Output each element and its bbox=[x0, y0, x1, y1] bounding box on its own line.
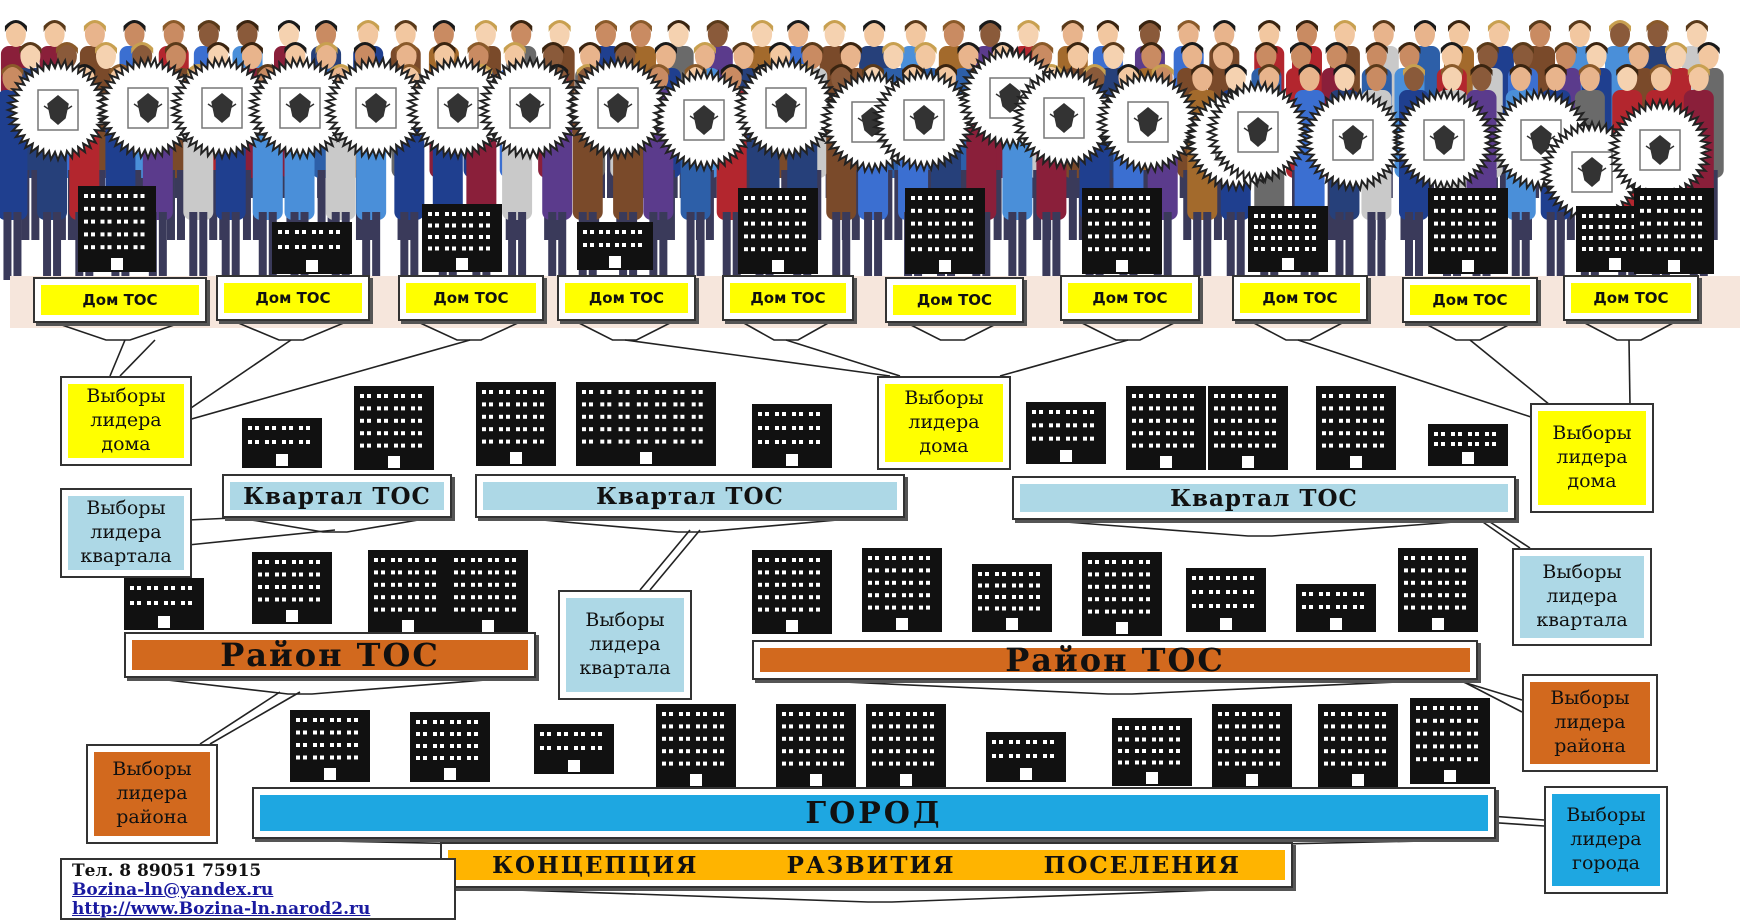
phone-number: Тел. 8 89051 75915 bbox=[72, 862, 444, 881]
connector-line bbox=[188, 340, 291, 410]
house-tos-box: Дом ТОС bbox=[885, 277, 1024, 323]
house-tos-label: Дом ТОС bbox=[41, 285, 199, 315]
quarter-tos-label: Квартал ТОС bbox=[1020, 484, 1508, 512]
callout-text: Выборы лидера города bbox=[1552, 794, 1660, 886]
district-tos-box: Район ТОС bbox=[752, 640, 1478, 680]
funnel-arrow bbox=[418, 322, 520, 340]
district-leader-election-callout: Выборы лидера района bbox=[86, 744, 218, 844]
quarter-leader-election-callout: Выборы лидера квартала bbox=[60, 488, 192, 578]
house-leader-election-callout: Выборы лидера дома bbox=[60, 376, 192, 466]
house-tos-label: Дом ТОС bbox=[730, 283, 846, 313]
callout-text: Выборы лидера квартала bbox=[68, 496, 184, 570]
house-tos-label: Дом ТОС bbox=[406, 283, 536, 313]
city-box: ГОРОД bbox=[252, 787, 1496, 839]
email-link[interactable]: Bozina-ln@yandex.ru bbox=[72, 881, 444, 900]
callout-text: Выборы лидера квартала bbox=[566, 598, 684, 692]
connector-line bbox=[188, 340, 470, 420]
funnel-arrow bbox=[1422, 322, 1514, 340]
callout-text: Выборы лидера района bbox=[94, 752, 210, 836]
house-tos-label: Дом ТОС bbox=[1571, 283, 1691, 313]
quarter-tos-label: Квартал ТОС bbox=[483, 482, 897, 510]
callout-text: Выборы лидера квартала bbox=[1520, 556, 1644, 638]
connector-line bbox=[200, 692, 280, 744]
quarter-leader-election-callout: Выборы лидера квартала bbox=[558, 590, 692, 700]
callout-text: Выборы лидера района bbox=[1530, 682, 1650, 764]
quarter-tos-box: Квартал ТОС bbox=[475, 474, 905, 518]
concept-banner: КОНЦЕПЦИЯ РАЗВИТИЯ ПОСЕЛЕНИЯ bbox=[440, 842, 1293, 888]
district-tos-box: Район ТОС bbox=[124, 632, 536, 678]
connector-line bbox=[120, 340, 155, 376]
funnel-arrow bbox=[150, 678, 510, 694]
connector-line bbox=[1490, 522, 1530, 548]
connector-line bbox=[625, 340, 890, 376]
house-tos-box: Дом ТОС bbox=[1563, 275, 1699, 321]
quarter-tos-box: Квартал ТОС bbox=[1012, 476, 1516, 520]
funnel-arrow bbox=[520, 518, 860, 532]
funnel-arrow bbox=[1040, 520, 1480, 536]
quarter-tos-label: Квартал ТОС bbox=[230, 482, 444, 510]
concept-word-1: КОНЦЕПЦИЯ bbox=[492, 852, 698, 879]
funnel-arrow bbox=[800, 680, 1440, 694]
district-tos-label: Район ТОС bbox=[132, 640, 528, 670]
funnel-arrow bbox=[236, 322, 346, 340]
house-tos-label: Дом ТОС bbox=[1068, 283, 1192, 313]
connector-line bbox=[188, 530, 335, 545]
house-tos-box: Дом ТОС bbox=[1060, 275, 1200, 321]
house-leader-election-callout: Выборы лидера дома bbox=[1530, 403, 1654, 513]
house-tos-box: Дом ТОС bbox=[33, 277, 207, 323]
connector-line bbox=[650, 530, 700, 590]
house-tos-box: Дом ТОС bbox=[1232, 275, 1368, 321]
house-tos-label: Дом ТОС bbox=[224, 283, 362, 313]
funnel-arrow bbox=[1080, 322, 1176, 340]
funnel-arrow bbox=[1252, 322, 1344, 340]
connector-line bbox=[110, 340, 125, 376]
connector-line bbox=[640, 530, 690, 590]
house-tos-label: Дом ТОС bbox=[565, 283, 688, 313]
house-tos-box: Дом ТОС bbox=[1402, 277, 1538, 323]
website-link[interactable]: http://www.Bozina-ln.narod2.ru bbox=[72, 900, 444, 919]
funnel-arrow bbox=[905, 322, 1000, 340]
quarter-leader-election-callout: Выборы лидера квартала bbox=[1512, 548, 1652, 646]
connector-line bbox=[1000, 340, 1128, 376]
district-leader-election-callout: Выборы лидера района bbox=[1522, 674, 1658, 772]
house-tos-label: Дом ТОС bbox=[1410, 285, 1530, 315]
funnel-arrow bbox=[1583, 322, 1675, 340]
house-tos-box: Дом ТОС bbox=[216, 275, 370, 321]
connector-line bbox=[210, 692, 300, 744]
callout-text: Выборы лидера дома bbox=[68, 384, 184, 458]
city-leader-election-callout: Выборы лидера города bbox=[1544, 786, 1668, 894]
house-leader-election-callout: Выборы лидера дома bbox=[877, 376, 1011, 470]
funnel-arrow bbox=[53, 322, 183, 340]
house-tos-box: Дом ТОС bbox=[398, 275, 544, 321]
connector-line bbox=[1480, 520, 1520, 548]
callout-text: Выборы лидера дома bbox=[1538, 411, 1646, 505]
contacts-box: Тел. 8 89051 75915 Bozina-ln@yandex.ru h… bbox=[60, 858, 456, 920]
funnel-arrow bbox=[742, 322, 830, 340]
connector-line bbox=[1298, 340, 1540, 420]
district-tos-label: Район ТОС bbox=[760, 648, 1470, 672]
quarter-tos-box: Квартал ТОС bbox=[222, 474, 452, 518]
city-label: ГОРОД bbox=[260, 795, 1488, 831]
house-tos-box: Дом ТОС bbox=[722, 275, 854, 321]
house-tos-label: Дом ТОС bbox=[1240, 283, 1360, 313]
concept-word-2: РАЗВИТИЯ bbox=[787, 852, 956, 879]
funnel-arrow bbox=[240, 518, 430, 532]
callout-text: Выборы лидера дома bbox=[885, 384, 1003, 462]
connector-line bbox=[786, 340, 900, 376]
house-tos-label: Дом ТОС bbox=[893, 285, 1016, 315]
connector-line bbox=[1470, 340, 1550, 405]
concept-word-3: ПОСЕЛЕНИЯ bbox=[1044, 852, 1241, 879]
funnel-arrow bbox=[577, 322, 672, 340]
funnel-arrow bbox=[460, 888, 1270, 902]
house-tos-box: Дом ТОС bbox=[557, 275, 696, 321]
connector-line bbox=[1629, 340, 1630, 405]
connector-line bbox=[1460, 680, 1522, 712]
